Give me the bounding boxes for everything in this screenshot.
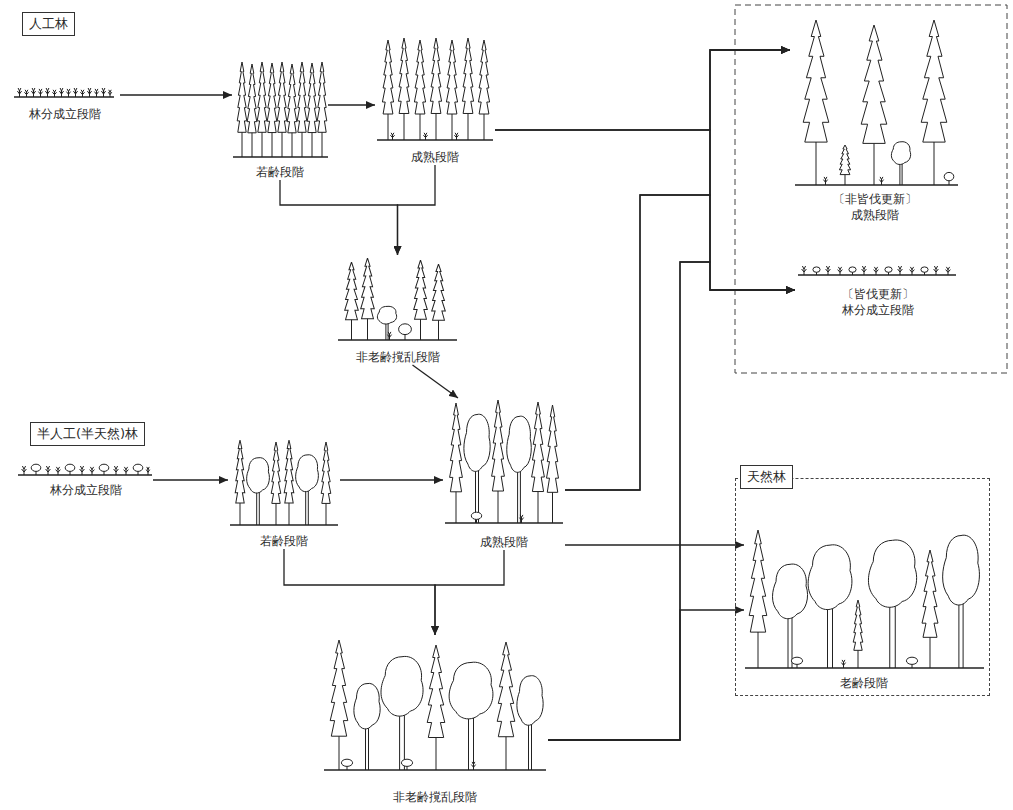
stage-label: 老齢段階 <box>840 675 888 691</box>
stage-arrow <box>413 365 459 398</box>
stage-label: 林分成立段階 <box>842 302 914 318</box>
stage-node: 非老齢撹乱段階 <box>335 255 460 365</box>
forest-region: 天然林老齢段階 <box>735 478 990 696</box>
stage-node: 〔皆伐更新〕林分成立段階 <box>795 262 960 318</box>
stage-arrow <box>398 165 436 255</box>
forest-type-label: 天然林 <box>740 465 793 489</box>
stage-label: 非老齢撹乱段階 <box>393 789 477 805</box>
stage-label: 成熟段階 <box>480 534 528 550</box>
stage-arrow <box>153 479 228 480</box>
stage-node: 〔非皆伐更新〕成熟段階 <box>790 15 960 223</box>
forest-type-box: 人工林 <box>22 12 75 36</box>
forest-type-label: 半人工(半天然)林 <box>37 425 138 443</box>
stage-node: 若齢段階 <box>228 437 340 549</box>
stage-arrow <box>495 50 790 130</box>
forest-type-box: 半人工(半天然)林 <box>30 422 145 446</box>
stage-arrow <box>435 550 504 635</box>
stage-arrow <box>328 104 375 105</box>
stage-arrow <box>548 50 790 740</box>
stage-node: 林分成立段階 <box>10 80 120 122</box>
stage-arrow <box>284 549 435 635</box>
stage-node: 若齢段階 <box>232 58 328 180</box>
stage-node: 林分成立段階 <box>18 458 153 498</box>
stage-label: 若齢段階 <box>260 533 308 549</box>
stage-arrow <box>565 544 744 545</box>
stage-arrow <box>495 130 795 290</box>
stage-arrow <box>280 180 398 255</box>
stage-node: 成熟段階 <box>375 35 495 165</box>
stage-label: 〔非皆伐更新〕 <box>833 191 917 207</box>
stage-node: 成熟段階 <box>443 398 565 550</box>
stage-node: 非老齢撹乱段階 <box>322 635 548 805</box>
stage-label: 林分成立段階 <box>29 106 101 122</box>
stage-arrow <box>565 50 790 490</box>
stage-node: 老齢段階 <box>744 509 984 691</box>
stage-arrow <box>340 479 443 480</box>
stage-label: 林分成立段階 <box>50 482 122 498</box>
stage-arrow <box>548 262 795 740</box>
stage-label: 若齢段階 <box>256 164 304 180</box>
forest-type-label: 人工林 <box>29 15 68 33</box>
stage-arrow <box>548 610 744 740</box>
stage-label: 成熟段階 <box>851 207 899 223</box>
stage-label: 非老齢撹乱段階 <box>356 349 440 365</box>
stage-arrow <box>120 94 232 95</box>
stage-label: 成熟段階 <box>411 149 459 165</box>
stage-label: 〔皆伐更新〕 <box>842 286 914 302</box>
